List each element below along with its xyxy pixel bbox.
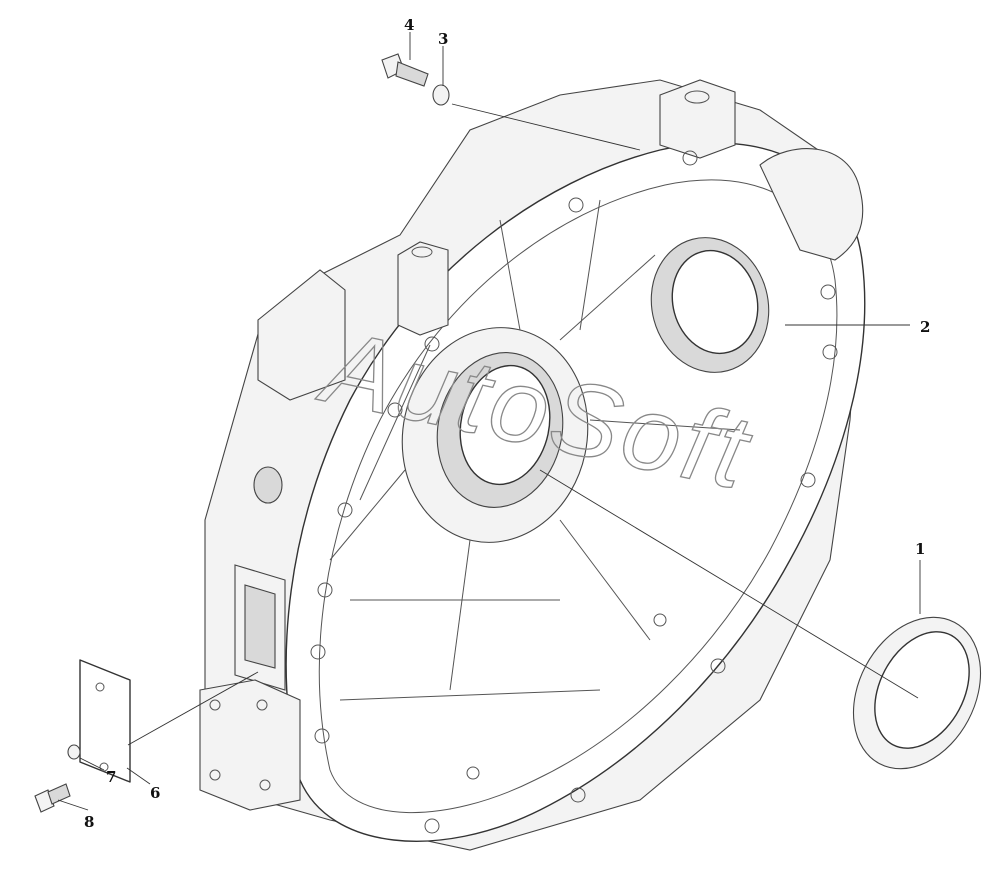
oil-seal-inner [874,631,970,749]
callout-8: 8 [84,813,94,831]
starter-bore [671,249,759,355]
housing-upper-left-pad [257,269,346,401]
washer-3 [432,84,450,106]
oil-seal [852,616,982,770]
callout-2: 2 [920,318,930,336]
bolt-8 [34,783,71,813]
left-boss-hole [411,246,433,258]
cover-plate-6 [79,659,131,783]
housing-bottom-left-pad [199,679,301,811]
cover-plate-hole-bottom [99,762,109,772]
crank-bore-inner [459,364,551,486]
cover-plate-hole-top [95,682,105,692]
callout-4: 4 [404,16,414,34]
flywheel-housing [199,79,866,851]
inspection-port-opening [244,584,276,669]
top-boss-hole [684,90,710,104]
callout-1: 1 [915,540,925,558]
flange-bolt-holes [310,150,838,834]
bolt-4 [381,53,429,87]
side-port [253,466,283,504]
callout-6: 6 [150,784,160,802]
housing-front-flange [285,142,866,842]
washer-7 [67,744,81,760]
callout-3: 3 [438,30,448,48]
housing-flange-inner-edge [318,179,838,813]
callout-7: 7 [106,768,116,786]
housing-ribs [329,199,741,701]
leader-lines [57,32,921,811]
housing-left-boss [397,241,449,336]
starter-flange-lobe [759,148,864,261]
housing-top-boss [659,79,736,159]
bottom-pad-holes [209,699,271,791]
